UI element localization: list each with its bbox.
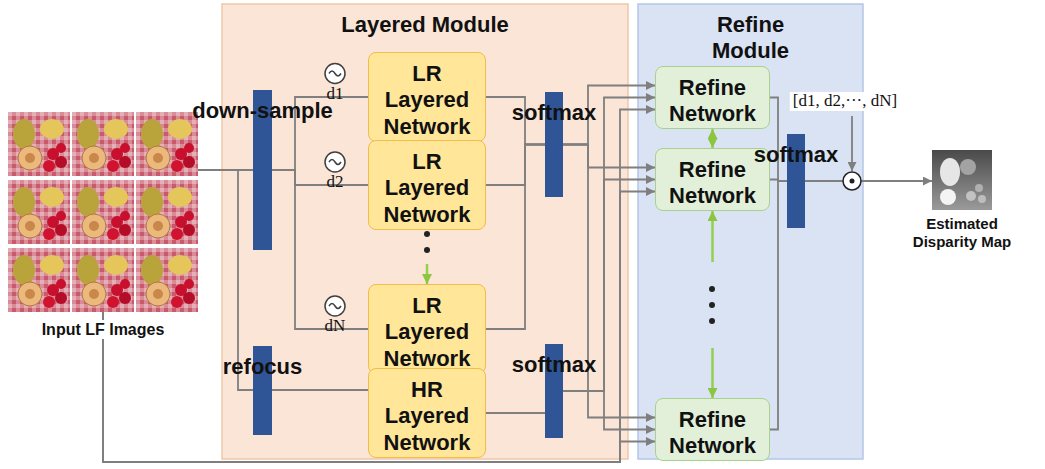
- node-label: softmax: [512, 100, 596, 126]
- image-grid-node: Input LF Images: [8, 112, 198, 312]
- connector: [486, 145, 545, 186]
- product-symbol: [843, 172, 861, 190]
- connector: [486, 412, 545, 414]
- disparity-map-image: [932, 150, 992, 210]
- disparity-label: d1: [327, 85, 344, 104]
- connector: [486, 145, 545, 330]
- network-box: LR Layered Network: [368, 140, 486, 230]
- connector: [563, 98, 655, 392]
- image-caption: Input LF Images: [39, 320, 168, 339]
- network-box: Refine Network: [655, 398, 770, 461]
- network-box: LR Layered Network: [368, 284, 486, 374]
- connector: [272, 170, 368, 329]
- network-box: Refine Network: [655, 148, 770, 211]
- disparity-label: d2: [327, 173, 344, 192]
- node-label: Refine Network: [669, 407, 756, 460]
- disparity-list-label: [d1, d2,···, dN]: [790, 92, 900, 111]
- node-label: LR Layered Network: [384, 61, 471, 140]
- node-label: refocus: [223, 354, 302, 380]
- node-label: softmax: [512, 352, 596, 378]
- node-label: Refine Network: [669, 157, 756, 210]
- network-box: LR Layered Network: [368, 52, 486, 142]
- node-label: HR Layered Network: [384, 377, 471, 456]
- connector: [770, 98, 787, 182]
- node-label: LR Layered Network: [384, 293, 471, 372]
- connector: [103, 110, 655, 463]
- connector: [770, 181, 787, 430]
- module-panel: Layered Module down-sample refocus LR Layer…: [222, 4, 628, 459]
- shift-symbols: [325, 64, 345, 317]
- output-image-node: Estimated Disparity Map: [932, 150, 992, 210]
- operation-bar: refocus: [253, 346, 272, 435]
- node-label: softmax: [754, 142, 838, 168]
- network-box: HR Layered Network: [368, 368, 486, 458]
- connector: [563, 145, 655, 168]
- disparity-arrow: [851, 116, 853, 171]
- softmax-bar: softmax: [545, 344, 563, 438]
- disparity-label: dN: [325, 317, 346, 336]
- image-caption: Estimated Disparity Map: [894, 215, 1030, 251]
- connector: [272, 170, 368, 185]
- module-title: Layered Module: [341, 12, 508, 38]
- softmax-bar: softmax: [787, 134, 805, 228]
- connector: [563, 391, 655, 430]
- exchange-arrow: [711, 129, 714, 148]
- node-label: Refine Network: [669, 75, 756, 128]
- connector: [272, 389, 368, 391]
- light-field-images: [8, 112, 198, 312]
- network-box: Refine Network: [655, 66, 770, 129]
- module-panel: Refine ModuleRefine NetworkRefine Networ…: [638, 4, 863, 459]
- connector: [805, 180, 932, 182]
- operation-bar: down-sample: [253, 90, 272, 250]
- module-fill: [638, 4, 863, 459]
- softmax-bar: softmax: [545, 92, 563, 197]
- module-title: Refine Module: [696, 12, 806, 65]
- node-label: LR Layered Network: [384, 149, 471, 228]
- node-label: down-sample: [192, 98, 333, 124]
